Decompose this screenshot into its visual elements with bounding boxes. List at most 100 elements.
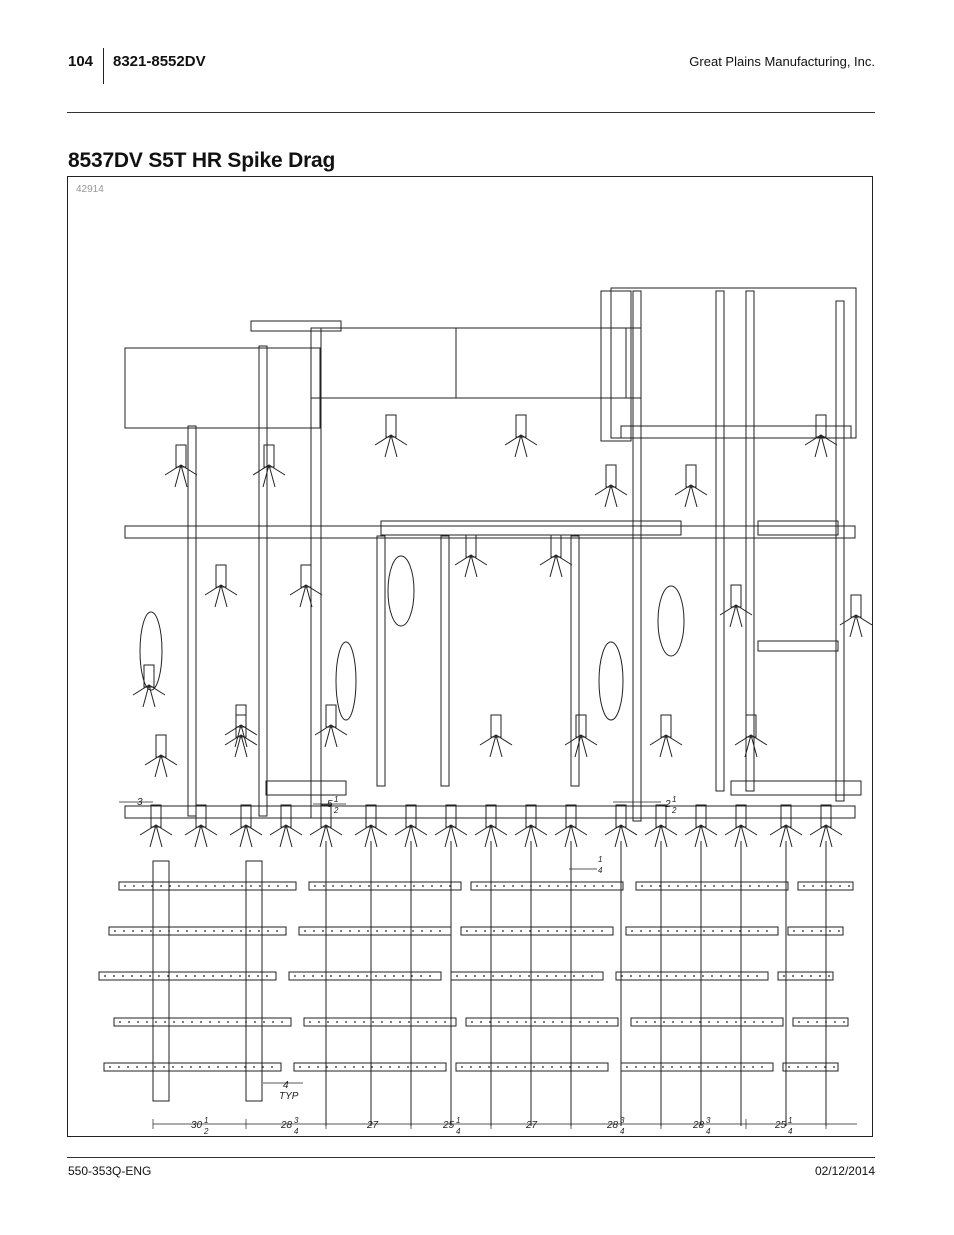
spike-tooth <box>663 1021 665 1023</box>
spike-tooth <box>498 1021 500 1023</box>
spike-tooth <box>154 1066 156 1068</box>
spike-tooth <box>425 1066 427 1068</box>
fraction-denominator: 4 <box>456 1127 461 1136</box>
spike-tooth <box>680 1066 682 1068</box>
spike-tooth <box>601 930 603 932</box>
spike-tooth <box>507 1021 509 1023</box>
spike-tooth <box>729 975 731 977</box>
spike-tooth <box>703 930 705 932</box>
spike-tooth <box>684 975 686 977</box>
spike-tooth <box>699 1021 701 1023</box>
bottom-spacing-dimension: 27 <box>366 1120 379 1131</box>
spike-tooth <box>587 1066 589 1068</box>
shank <box>515 414 527 438</box>
spike-tooth <box>358 930 360 932</box>
spike-tooth <box>573 975 575 977</box>
spike-tooth <box>354 1021 356 1023</box>
spike-tooth <box>384 975 386 977</box>
shank <box>240 804 252 828</box>
spike-tooth <box>465 975 467 977</box>
spike-tooth <box>141 930 143 932</box>
spike-tooth <box>173 1021 175 1023</box>
spike-tooth <box>371 1066 373 1068</box>
spike-tooth <box>411 975 413 977</box>
spike-tooth <box>480 1021 482 1023</box>
fraction-numerator: 3 <box>620 1116 625 1125</box>
spike-tooth <box>199 1066 201 1068</box>
spike-tooth <box>209 1021 211 1023</box>
spike-tooth <box>187 885 189 887</box>
dimension-callout: 14 <box>598 855 603 875</box>
spike-bar <box>460 926 614 936</box>
spike-tooth <box>317 1066 319 1068</box>
spike-tooth <box>190 1066 192 1068</box>
spike-tooth <box>398 1066 400 1068</box>
spike-tooth <box>474 975 476 977</box>
spike-tooth <box>588 1021 590 1023</box>
spike-tooth <box>812 885 814 887</box>
fraction-denominator: 2 <box>333 806 339 815</box>
spike-tooth <box>226 1066 228 1068</box>
fraction-numerator: 1 <box>598 855 602 864</box>
spike-bar <box>103 1062 282 1072</box>
spike-tooth <box>564 975 566 977</box>
spike-tooth <box>797 1066 799 1068</box>
spike-tooth <box>476 885 478 887</box>
spike-tooth <box>752 1066 754 1068</box>
spike-tooth <box>218 1021 220 1023</box>
spike-tooth <box>555 975 557 977</box>
spike-tooth <box>345 1021 347 1023</box>
spike-bar <box>293 1062 447 1072</box>
sweep-point <box>314 724 348 748</box>
spike-tooth <box>194 975 196 977</box>
spike-bar <box>615 971 769 981</box>
sweep-point <box>674 484 708 508</box>
dimension-value: 28 <box>692 1120 705 1131</box>
spike-tooth <box>668 885 670 887</box>
spike-tooth <box>557 885 559 887</box>
spike-tooth <box>551 1066 553 1068</box>
spike-bar <box>465 1017 619 1027</box>
sweep-point <box>644 824 678 848</box>
spike-tooth <box>848 885 850 887</box>
spike-tooth <box>815 1066 817 1068</box>
spike-tooth <box>488 1066 490 1068</box>
fraction-numerator: 1 <box>672 795 676 804</box>
spike-bar <box>635 881 789 891</box>
spike-tooth <box>439 930 441 932</box>
spike-tooth <box>204 930 206 932</box>
sweep-point <box>184 824 218 848</box>
spike-tooth <box>591 975 593 977</box>
frame-member <box>265 780 347 796</box>
gauge-wheel <box>598 641 624 721</box>
spike-tooth <box>538 930 540 932</box>
spike-tooth <box>368 885 370 887</box>
spike-tooth <box>574 930 576 932</box>
spike-tooth <box>191 1021 193 1023</box>
spike-tooth <box>830 885 832 887</box>
shank <box>490 714 502 738</box>
spike-tooth <box>667 930 669 932</box>
spike-tooth <box>330 975 332 977</box>
sweep-point <box>394 824 428 848</box>
frame-member <box>124 525 856 539</box>
spike-tooth <box>798 1021 800 1023</box>
shank <box>605 464 617 488</box>
frame-member <box>620 425 852 439</box>
frame-member <box>250 320 342 332</box>
spike-tooth <box>676 930 678 932</box>
spike-tooth <box>602 885 604 887</box>
shank <box>745 714 757 738</box>
spike-tooth <box>721 930 723 932</box>
spike-tooth <box>208 1066 210 1068</box>
spike-tooth <box>250 885 252 887</box>
spike-tooth <box>702 975 704 977</box>
fraction-numerator: 3 <box>294 1116 299 1125</box>
spike-tooth <box>253 1066 255 1068</box>
spike-tooth <box>708 1021 710 1023</box>
spike-bar <box>787 926 844 936</box>
spike-tooth <box>582 975 584 977</box>
gauge-wheel <box>335 641 357 721</box>
spike-tooth <box>767 885 769 887</box>
